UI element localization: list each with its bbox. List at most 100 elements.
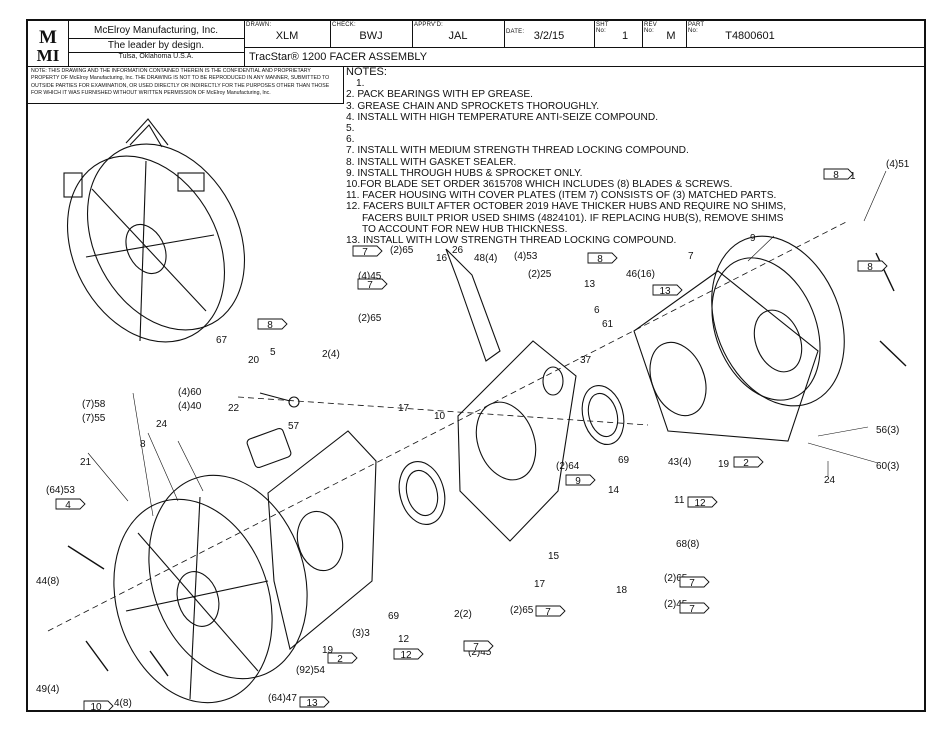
part-callout: 21 [80, 457, 92, 468]
part-callout: (4)45 [358, 271, 382, 282]
assembled-facer-view [63, 118, 246, 343]
part-callout: 6 [594, 305, 600, 316]
part-callout: 48(4) [474, 253, 497, 264]
svg-text:10: 10 [90, 702, 102, 710]
part-callout: (3)3 [352, 628, 370, 639]
check-cell: CHECK: BWJ [330, 21, 413, 47]
facer-housing-right [633, 235, 845, 442]
part-callout: (2)64 [556, 461, 580, 472]
part-callout: 26 [452, 245, 464, 256]
part-callout: 44(8) [36, 576, 59, 587]
drawn-cell: DRAWN: XLM [244, 21, 331, 47]
date-value: 3/2/15 [533, 30, 565, 42]
check-value: BWJ [359, 30, 383, 42]
svg-text:12: 12 [400, 650, 412, 661]
confidentiality-note: NOTE: THIS DRAWING AND THE INFORMATION C… [28, 66, 344, 104]
notes-list: 1.2. PACK BEARINGS WITH EP GREASE.3. GRE… [346, 78, 787, 247]
svg-text:4: 4 [65, 500, 71, 511]
mmi-logo-icon: M MI [32, 25, 64, 65]
svg-text:13: 13 [306, 698, 318, 709]
note-flag: 7 [352, 245, 383, 258]
svg-text:8: 8 [267, 320, 273, 331]
part-callout: 17 [534, 579, 546, 590]
company-name: McElroy Manufacturing, Inc. [94, 25, 218, 36]
drawn-value: XLM [275, 30, 299, 42]
part-callout: (2)65 [390, 245, 414, 256]
svg-text:7: 7 [367, 280, 373, 291]
part-callout: 19 [718, 459, 730, 470]
part-callout: 5 [270, 347, 276, 358]
note-flag: 12 [687, 496, 718, 509]
part-callout: (4)53 [514, 251, 538, 262]
note-item: 12. FACERS BUILT AFTER OCTOBER 2019 HAVE… [346, 201, 787, 213]
part-value: T4800601 [725, 30, 775, 42]
part-callout: (2)65 [358, 313, 382, 324]
part-callout: 7 [688, 251, 694, 262]
drawing-title-row: TracStar® 1200 FACER ASSEMBLY [244, 47, 924, 67]
date-cell: DATE: 3/2/15 [504, 21, 595, 47]
part-callout: (4)51 [886, 159, 910, 170]
approved-cell: APPRV'D: JAL [412, 21, 505, 47]
svg-text:8: 8 [833, 170, 839, 181]
part-callout: 22 [228, 403, 240, 414]
svg-text:7: 7 [473, 642, 479, 653]
note-item: 11. FACER HOUSING WITH COVER PLATES (ITE… [346, 190, 777, 202]
fastener-strips [67, 252, 907, 677]
company-location: Tulsa, Oklahoma U.S.A. [118, 53, 194, 60]
part-callout: (7)55 [82, 413, 106, 424]
part-callout: 67 [216, 335, 228, 346]
sheet-value: 1 [621, 30, 629, 42]
note-item: 3. GREASE CHAIN AND SPROCKETS THOROUGHLY… [346, 100, 600, 112]
note-flag: 7 [679, 602, 710, 615]
part-callout: 43(4) [668, 457, 691, 468]
note-flag: 2 [733, 456, 764, 469]
part-callout: 69 [618, 455, 630, 466]
drive-housing-center [445, 248, 577, 542]
svg-text:13: 13 [659, 286, 671, 297]
exploded-assembly-drawing: (4)51197(2)65162648(4)(4)53(2)25(4)45(2)… [36, 118, 910, 710]
part-cell: PART No: T4800601 [686, 21, 924, 47]
company-slogan: The leader by design. [68, 38, 244, 53]
part-callout: 2(4) [322, 349, 340, 360]
note-item: 4. INSTALL WITH HIGH TEMPERATURE ANTI-SE… [346, 111, 659, 123]
part-callout: (2)25 [528, 269, 552, 280]
part-callout: 4(8) [114, 698, 132, 709]
note-item: 8. INSTALL WITH GASKET SEALER. [346, 156, 517, 168]
note-flag: 13 [299, 696, 330, 709]
note-item: 1. [356, 78, 365, 90]
svg-text:12: 12 [694, 498, 706, 509]
part-callout: 9 [750, 233, 756, 244]
part-callout: (2)45 [468, 647, 492, 658]
note-item: 13. INSTALL WITH LOW STRENGTH THREAD LOC… [346, 235, 677, 247]
part-callout: 15 [548, 551, 560, 562]
part-callout: (4)60 [178, 387, 202, 398]
note-item: 9. INSTALL THROUGH HUBS & SPROCKET ONLY. [346, 167, 583, 179]
notes-heading: NOTES: [346, 66, 387, 78]
part-callout: 56(3) [876, 425, 899, 436]
part-callout: 12 [398, 634, 410, 645]
part-callout: 61 [602, 319, 614, 330]
note-flag: 8 [587, 252, 618, 265]
part-callout: 60(3) [876, 461, 899, 472]
note-flag: 7 [679, 576, 710, 589]
part-callout: 13 [584, 279, 596, 290]
part-callout: (64)53 [46, 485, 75, 496]
part-callout: 1 [850, 171, 856, 182]
part-callout: (2)65 [510, 605, 534, 616]
note-flag: 7 [357, 278, 388, 291]
note-flag: 12 [393, 648, 424, 661]
rev-cell: REV No: M [642, 21, 687, 47]
part-callout: 69 [388, 611, 400, 622]
part-callout: 16 [436, 253, 448, 264]
note-flag: 9 [565, 474, 596, 487]
drawing-title: TracStar® 1200 FACER ASSEMBLY [249, 51, 428, 63]
svg-text:8: 8 [867, 262, 873, 273]
svg-text:M: M [39, 27, 57, 48]
note-flag: 8 [823, 168, 854, 181]
svg-text:MI: MI [37, 46, 60, 65]
note-flag: 4 [55, 498, 86, 511]
part-callout: (4)40 [178, 401, 202, 412]
note-flag: 10 [83, 700, 114, 710]
part-callout: 37 [580, 355, 592, 366]
assembly-center-lines [47, 220, 849, 632]
